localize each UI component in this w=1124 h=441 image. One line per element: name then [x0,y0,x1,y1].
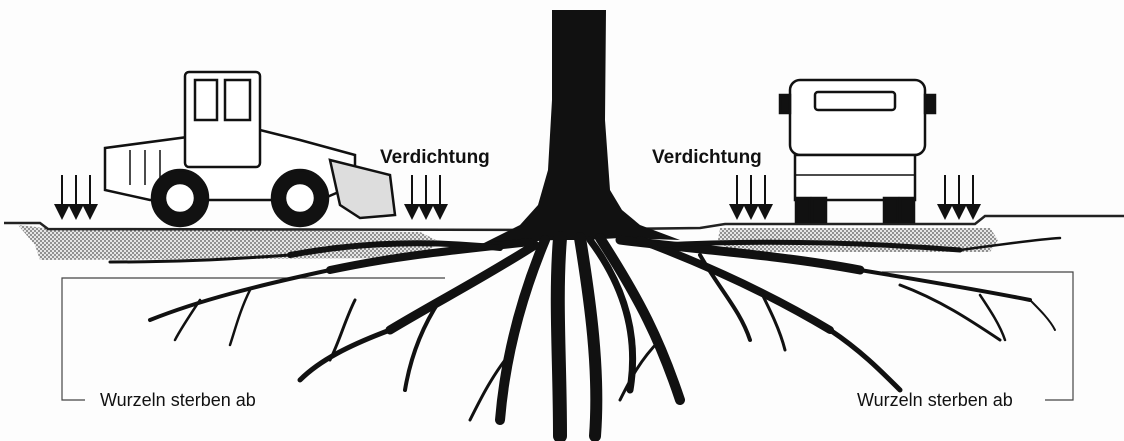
tree-trunk-icon [470,10,680,250]
dead-roots-bracket-left [62,278,445,400]
compaction-label-right: Verdichtung [652,147,762,169]
wheel-loader-icon [105,72,395,226]
compaction-label-left: Verdichtung [380,147,490,169]
truck-icon [780,80,935,222]
roots-die-label-right: Wurzeln sterben ab [857,390,1013,411]
roots-die-label-left: Wurzeln sterben ab [100,390,256,411]
